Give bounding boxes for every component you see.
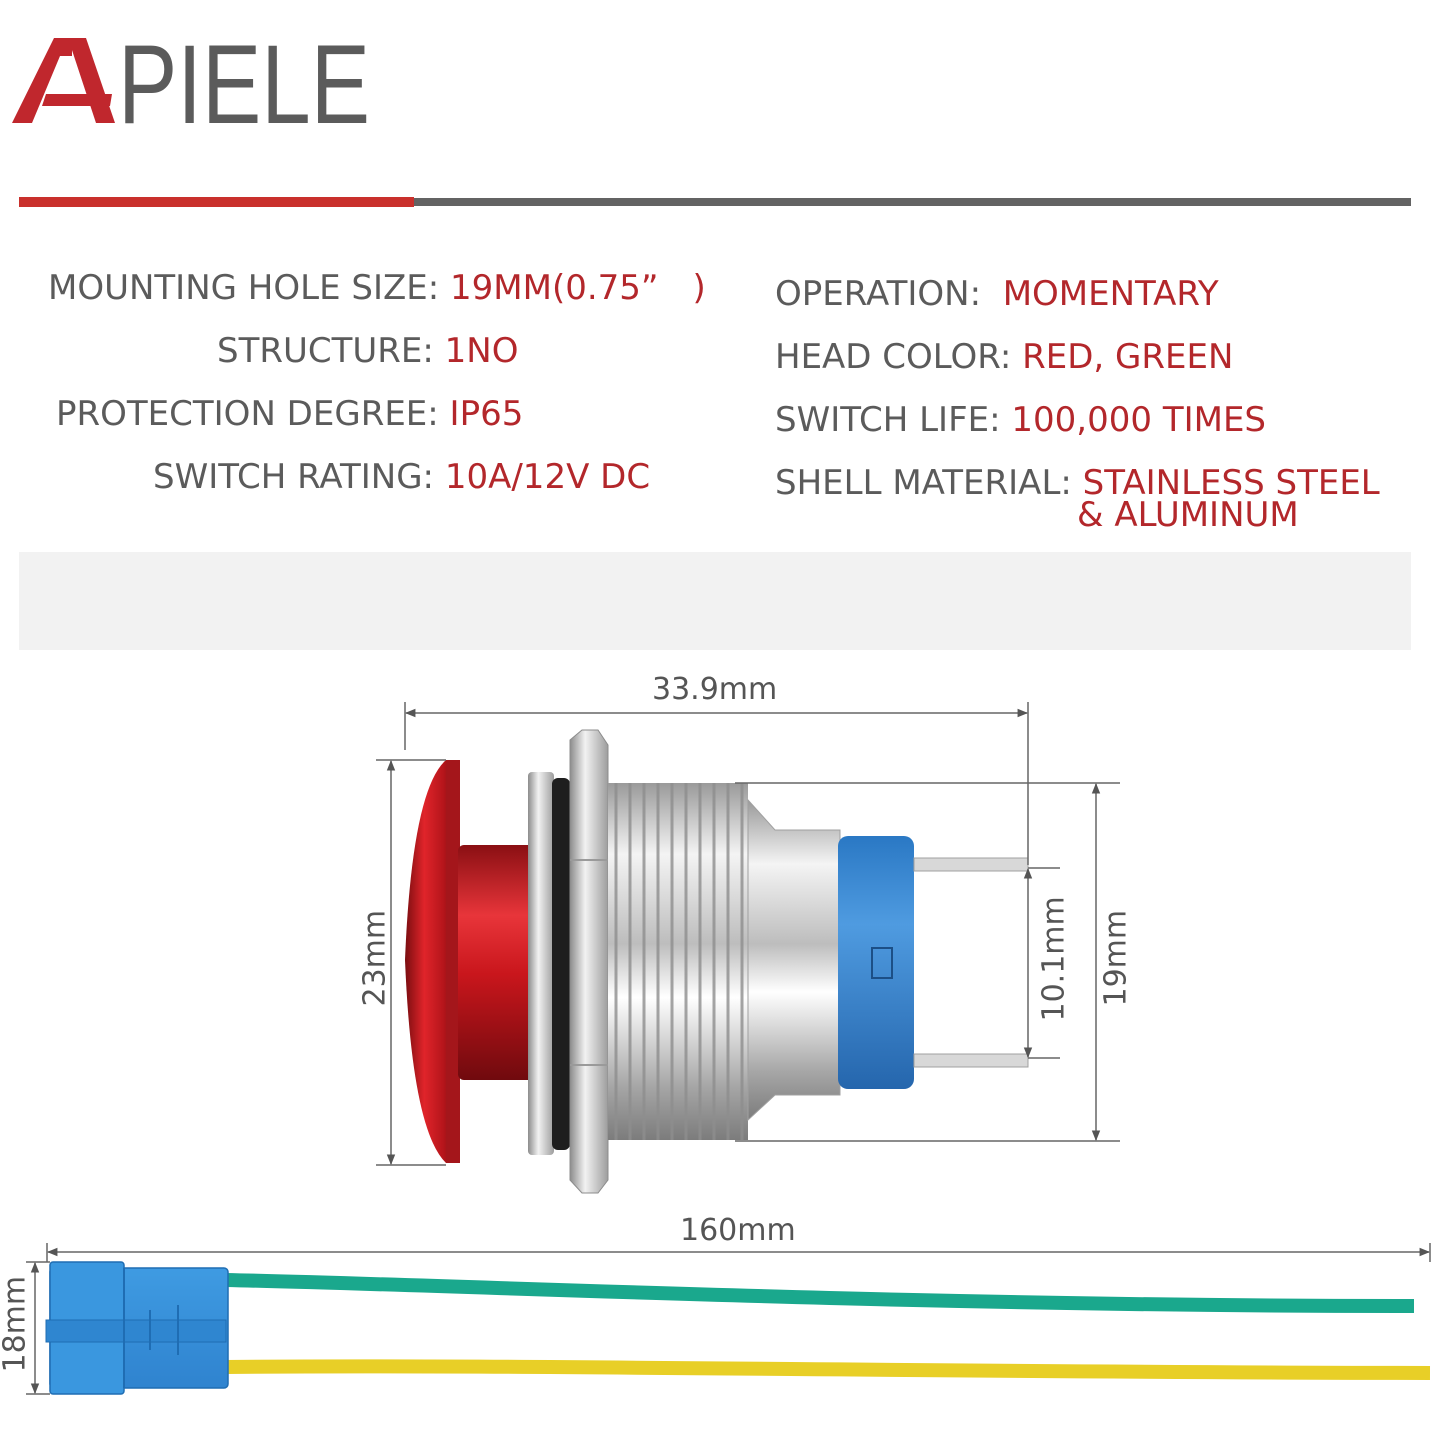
spec-switch-rating: SWITCH RATING: 10A/12V DC	[153, 457, 651, 497]
dim-thread-diameter-label: 19mm	[1098, 909, 1134, 1007]
spec-switch-life: SWITCH LIFE: 100,000 TIMES	[775, 400, 1267, 440]
push-button-switch	[405, 729, 1029, 1194]
dim-head-diameter-label: 23mm	[357, 909, 393, 1007]
dim-length-label: 33.9mm	[652, 672, 778, 707]
spec-structure: STRUCTURE: 1NO	[217, 331, 519, 371]
spec-protection: PROTECTION DEGREE: IP65	[56, 394, 524, 434]
spec-shell-material: SHELL MATERIAL: STAINLESS STEEL	[775, 463, 1380, 503]
dim-connector-width-label: 18mm	[0, 1275, 33, 1373]
wire-harness	[45, 1261, 1431, 1395]
spec-shell-material-line2: & ALUMINUM	[1077, 495, 1299, 535]
spec-head-color: HEAD COLOR: RED, GREEN	[775, 337, 1234, 377]
svg-text:PIELE: PIELE	[118, 28, 370, 138]
dim-pin-spacing-label: 10.1mm	[1036, 896, 1072, 1022]
divider-red	[19, 197, 414, 207]
logo-graphic: PIELE	[12, 28, 370, 138]
dim-cable-length-label: 160mm	[680, 1213, 796, 1248]
spec-mounting-hole: MOUNTING HOLE SIZE: 19MM(0.75” )	[48, 268, 706, 308]
brand-logo: PIELE	[10, 28, 410, 138]
spec-operation: OPERATION: MOMENTARY	[775, 274, 1219, 314]
gray-band	[19, 552, 1411, 650]
divider-gray	[414, 198, 1411, 206]
